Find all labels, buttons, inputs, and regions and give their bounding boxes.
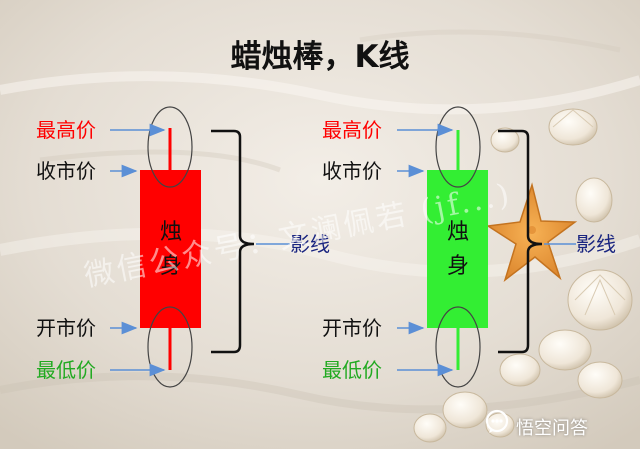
right-upper-circle: [435, 106, 481, 188]
right-label-close: 收市价: [322, 159, 382, 183]
left-upper-circle: [147, 106, 193, 188]
left-candle-body: [140, 170, 201, 328]
page-title: 蜡烛棒，K线: [230, 39, 410, 75]
right-label-open: 开市价: [322, 316, 382, 340]
starfish-decoration: [485, 182, 578, 283]
right-lower-circle: [435, 306, 481, 388]
left-label-open: 开市价: [36, 316, 96, 340]
left-shadow-brace: [211, 129, 255, 354]
right-body-text-2: 身: [446, 254, 469, 279]
right-candle: [397, 106, 576, 388]
speech-bubble-icon: [485, 409, 509, 433]
left-body-text-2: 身: [159, 254, 182, 279]
right-label-high: 最高价: [322, 118, 382, 142]
right-shadow-brace: [498, 129, 543, 354]
right-label-low: 最低价: [322, 358, 382, 382]
right-body-text-1: 烛: [446, 220, 469, 245]
right-shadow-label: 影线: [576, 232, 616, 256]
brand-label: 悟空问答: [516, 418, 588, 439]
left-label-low: 最低价: [36, 358, 96, 382]
left-label-high: 最高价: [36, 118, 96, 142]
left-label-close: 收市价: [36, 159, 96, 183]
left-candle: [110, 106, 290, 388]
left-body-text-1: 烛: [159, 220, 182, 245]
left-lower-circle: [147, 306, 193, 388]
right-candle-body: [427, 170, 488, 328]
left-shadow-label: 影线: [290, 232, 330, 256]
